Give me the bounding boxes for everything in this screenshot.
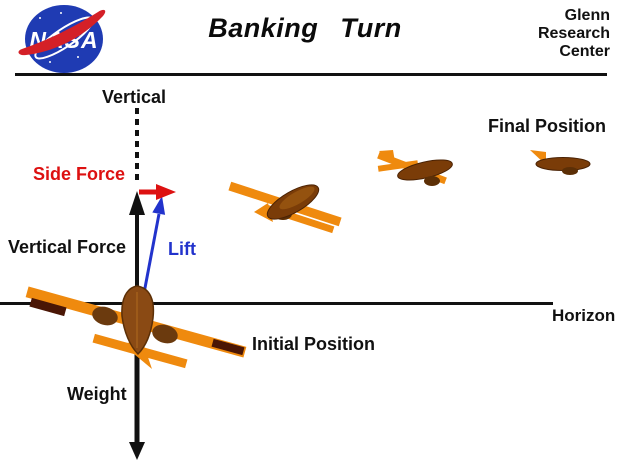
side-force-vector-arrow [139,184,176,200]
weight-label: Weight [67,384,127,404]
initial-position-label: Initial Position [252,334,376,354]
nasa-logo-icon: NASA [18,5,106,73]
vertical-force-label: Vertical Force [8,237,127,257]
nasa-logo-swoosh [18,9,106,56]
org-line-3: Center [559,43,610,60]
page-title: Banking Turn [208,13,402,43]
airplane-banked-initial-icon [25,285,247,369]
airplane-banked-turning-icon [228,181,342,234]
org-name: Glenn Research Center [538,7,610,61]
side-force-label: Side Force [33,164,126,184]
airplane-level-final-icon [530,150,591,175]
vertical-axis-label: Vertical [102,87,167,107]
final-position-label: Final Position [488,116,607,136]
header-divider [15,73,607,76]
airplane-leveling-icon [377,150,453,186]
horizon-line [0,302,553,305]
org-line-1: Glenn [564,7,610,24]
horizon-label: Horizon [552,306,616,325]
lift-label: Lift [168,239,196,259]
org-line-2: Research [537,25,610,42]
